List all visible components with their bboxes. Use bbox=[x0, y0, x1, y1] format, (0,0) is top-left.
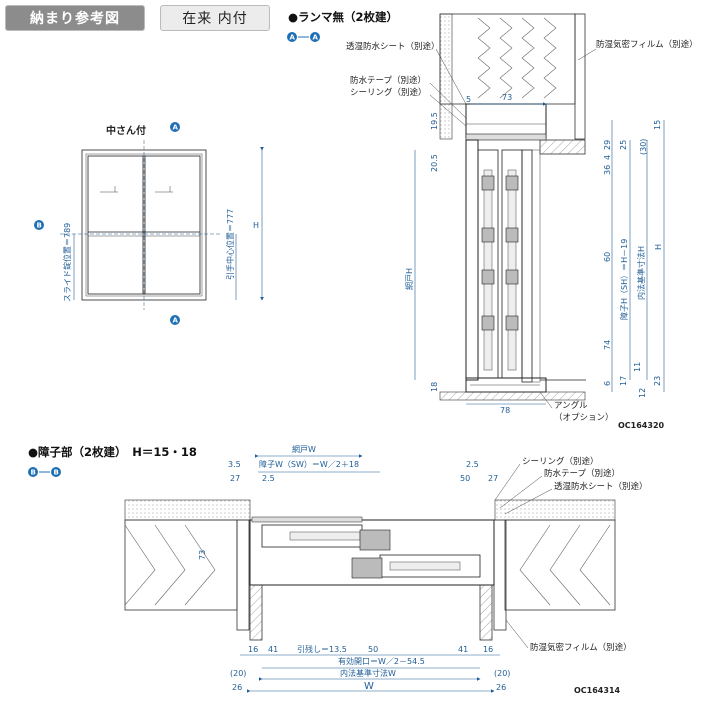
svg-text:11: 11 bbox=[633, 362, 642, 372]
wall-left bbox=[124, 499, 263, 641]
svg-text:41: 41 bbox=[458, 645, 468, 654]
svg-text:41: 41 bbox=[268, 645, 278, 654]
svg-text:17: 17 bbox=[619, 376, 628, 386]
handle-position-label: 引手中心位置＝777 bbox=[225, 209, 235, 280]
svg-text:B: B bbox=[37, 222, 42, 230]
notes-tab[interactable]: 納まり参考図 bbox=[5, 5, 145, 31]
top-section-marker: A A bbox=[287, 32, 320, 42]
svg-text:障子H（SH）＝H－19: 障子H（SH）＝H－19 bbox=[619, 239, 629, 320]
svg-text:12: 12 bbox=[638, 388, 647, 398]
svg-text:3.5: 3.5 bbox=[228, 460, 241, 469]
sash-section bbox=[439, 139, 586, 401]
head-frame bbox=[465, 103, 547, 141]
sash-plan bbox=[249, 516, 495, 586]
svg-text:B: B bbox=[54, 469, 59, 477]
svg-text:2.5: 2.5 bbox=[466, 460, 479, 469]
top-drawing-code: OC164320 bbox=[618, 421, 665, 430]
svg-text:29: 29 bbox=[603, 140, 612, 150]
svg-text:23: 23 bbox=[653, 376, 662, 386]
window-elevation bbox=[60, 140, 220, 310]
svg-text:(30): (30) bbox=[639, 139, 648, 155]
svg-text:(20): (20) bbox=[494, 669, 510, 678]
callout-sealing-top: シーリング（別途） bbox=[350, 87, 427, 98]
svg-text:27: 27 bbox=[230, 474, 240, 483]
callout-sheet-top: 透湿防水シート（別途） bbox=[346, 41, 440, 52]
marker-a-icon bbox=[310, 32, 320, 42]
svg-text:H: H bbox=[654, 244, 663, 250]
svg-text:20.5: 20.5 bbox=[430, 154, 439, 172]
svg-text:5: 5 bbox=[466, 95, 471, 104]
callout-film-bottom: 防湿気密フィルム（別途） bbox=[530, 642, 632, 653]
bottom-section-marker: B B bbox=[28, 467, 61, 477]
callout-tape-bottom: 防水テープ（別途） bbox=[544, 468, 620, 479]
svg-text:2.5: 2.5 bbox=[262, 474, 275, 483]
elev-marker-b-left: B bbox=[34, 220, 44, 230]
top-section-title: ●ランマ無（2枚建） bbox=[288, 10, 398, 24]
type-tab[interactable]: 在来 内付 bbox=[160, 5, 270, 31]
svg-text:73: 73 bbox=[198, 550, 207, 560]
top-dimensions: 5 73 19.5 20.5 網戸H 18 78 29 25 15 4 (30)… bbox=[404, 93, 665, 415]
svg-text:A: A bbox=[313, 34, 319, 42]
marker-b-icon bbox=[51, 467, 61, 477]
callout-angle: アングル bbox=[554, 400, 588, 411]
elev-marker-a-top: A bbox=[170, 122, 180, 132]
svg-text:26: 26 bbox=[232, 683, 242, 692]
callout-angle-option: （オプション） bbox=[554, 412, 614, 423]
svg-text:6: 6 bbox=[603, 381, 612, 386]
svg-text:15: 15 bbox=[653, 120, 662, 130]
svg-text:36: 36 bbox=[603, 165, 612, 175]
svg-text:障子W（SW）＝W／2＋18: 障子W（SW）＝W／2＋18 bbox=[259, 459, 359, 469]
wall-insulation-top bbox=[439, 13, 586, 155]
svg-text:25: 25 bbox=[619, 140, 628, 150]
svg-text:A: A bbox=[290, 34, 296, 42]
bottom-dimensions: 網戸W 障子W（SW）＝W／2＋18 3.5 27 2.5 2.5 50 27 … bbox=[198, 444, 510, 693]
svg-text:内法基準寸法H: 内法基準寸法H bbox=[636, 246, 646, 300]
svg-text:内法基準寸法W: 内法基準寸法W bbox=[340, 668, 396, 678]
svg-text:27: 27 bbox=[488, 474, 498, 483]
svg-text:18: 18 bbox=[430, 382, 439, 392]
svg-text:74: 74 bbox=[603, 340, 612, 350]
elevation-title: 中さん付 bbox=[106, 124, 146, 137]
svg-text:78: 78 bbox=[500, 406, 510, 415]
wall-right bbox=[479, 499, 616, 641]
callout-sheet-bottom: 透湿防水シート（別途） bbox=[554, 481, 648, 492]
svg-text:16: 16 bbox=[248, 645, 258, 654]
svg-text:B: B bbox=[31, 469, 36, 477]
bottom-drawing-code: OC164314 bbox=[574, 686, 621, 695]
callout-sealing-bottom: シーリング（別途） bbox=[522, 456, 599, 467]
svg-text:網戸H: 網戸H bbox=[404, 268, 414, 290]
svg-text:16: 16 bbox=[483, 645, 493, 654]
bottom-section-title: ●障子部（2枚建） H＝15・18 bbox=[28, 445, 197, 459]
svg-text:A: A bbox=[173, 124, 179, 132]
svg-text:73: 73 bbox=[502, 93, 512, 102]
svg-text:有効開口＝W／2－54.5: 有効開口＝W／2－54.5 bbox=[338, 656, 425, 666]
marker-a-icon bbox=[287, 32, 297, 42]
svg-text:26: 26 bbox=[496, 683, 506, 692]
svg-text:(20): (20) bbox=[230, 669, 246, 678]
svg-text:50: 50 bbox=[368, 645, 378, 654]
marker-b-icon bbox=[28, 467, 38, 477]
callout-film-top: 防湿気密フィルム（別途） bbox=[596, 39, 698, 50]
svg-text:W: W bbox=[364, 681, 374, 692]
svg-text:引残し＝13.5: 引残し＝13.5 bbox=[297, 644, 347, 654]
svg-text:網戸W: 網戸W bbox=[292, 444, 316, 454]
svg-text:60: 60 bbox=[603, 252, 612, 262]
elev-h-label: H bbox=[253, 221, 259, 230]
svg-text:A: A bbox=[173, 317, 179, 325]
svg-text:50: 50 bbox=[460, 474, 470, 483]
svg-text:4: 4 bbox=[603, 155, 612, 160]
callout-tape-top: 防水テープ（別途） bbox=[350, 75, 426, 86]
slide-lock-label: スライド錠位置＝789 bbox=[62, 223, 72, 302]
elev-marker-a-bottom: A bbox=[170, 315, 180, 325]
svg-text:19.5: 19.5 bbox=[430, 112, 439, 130]
